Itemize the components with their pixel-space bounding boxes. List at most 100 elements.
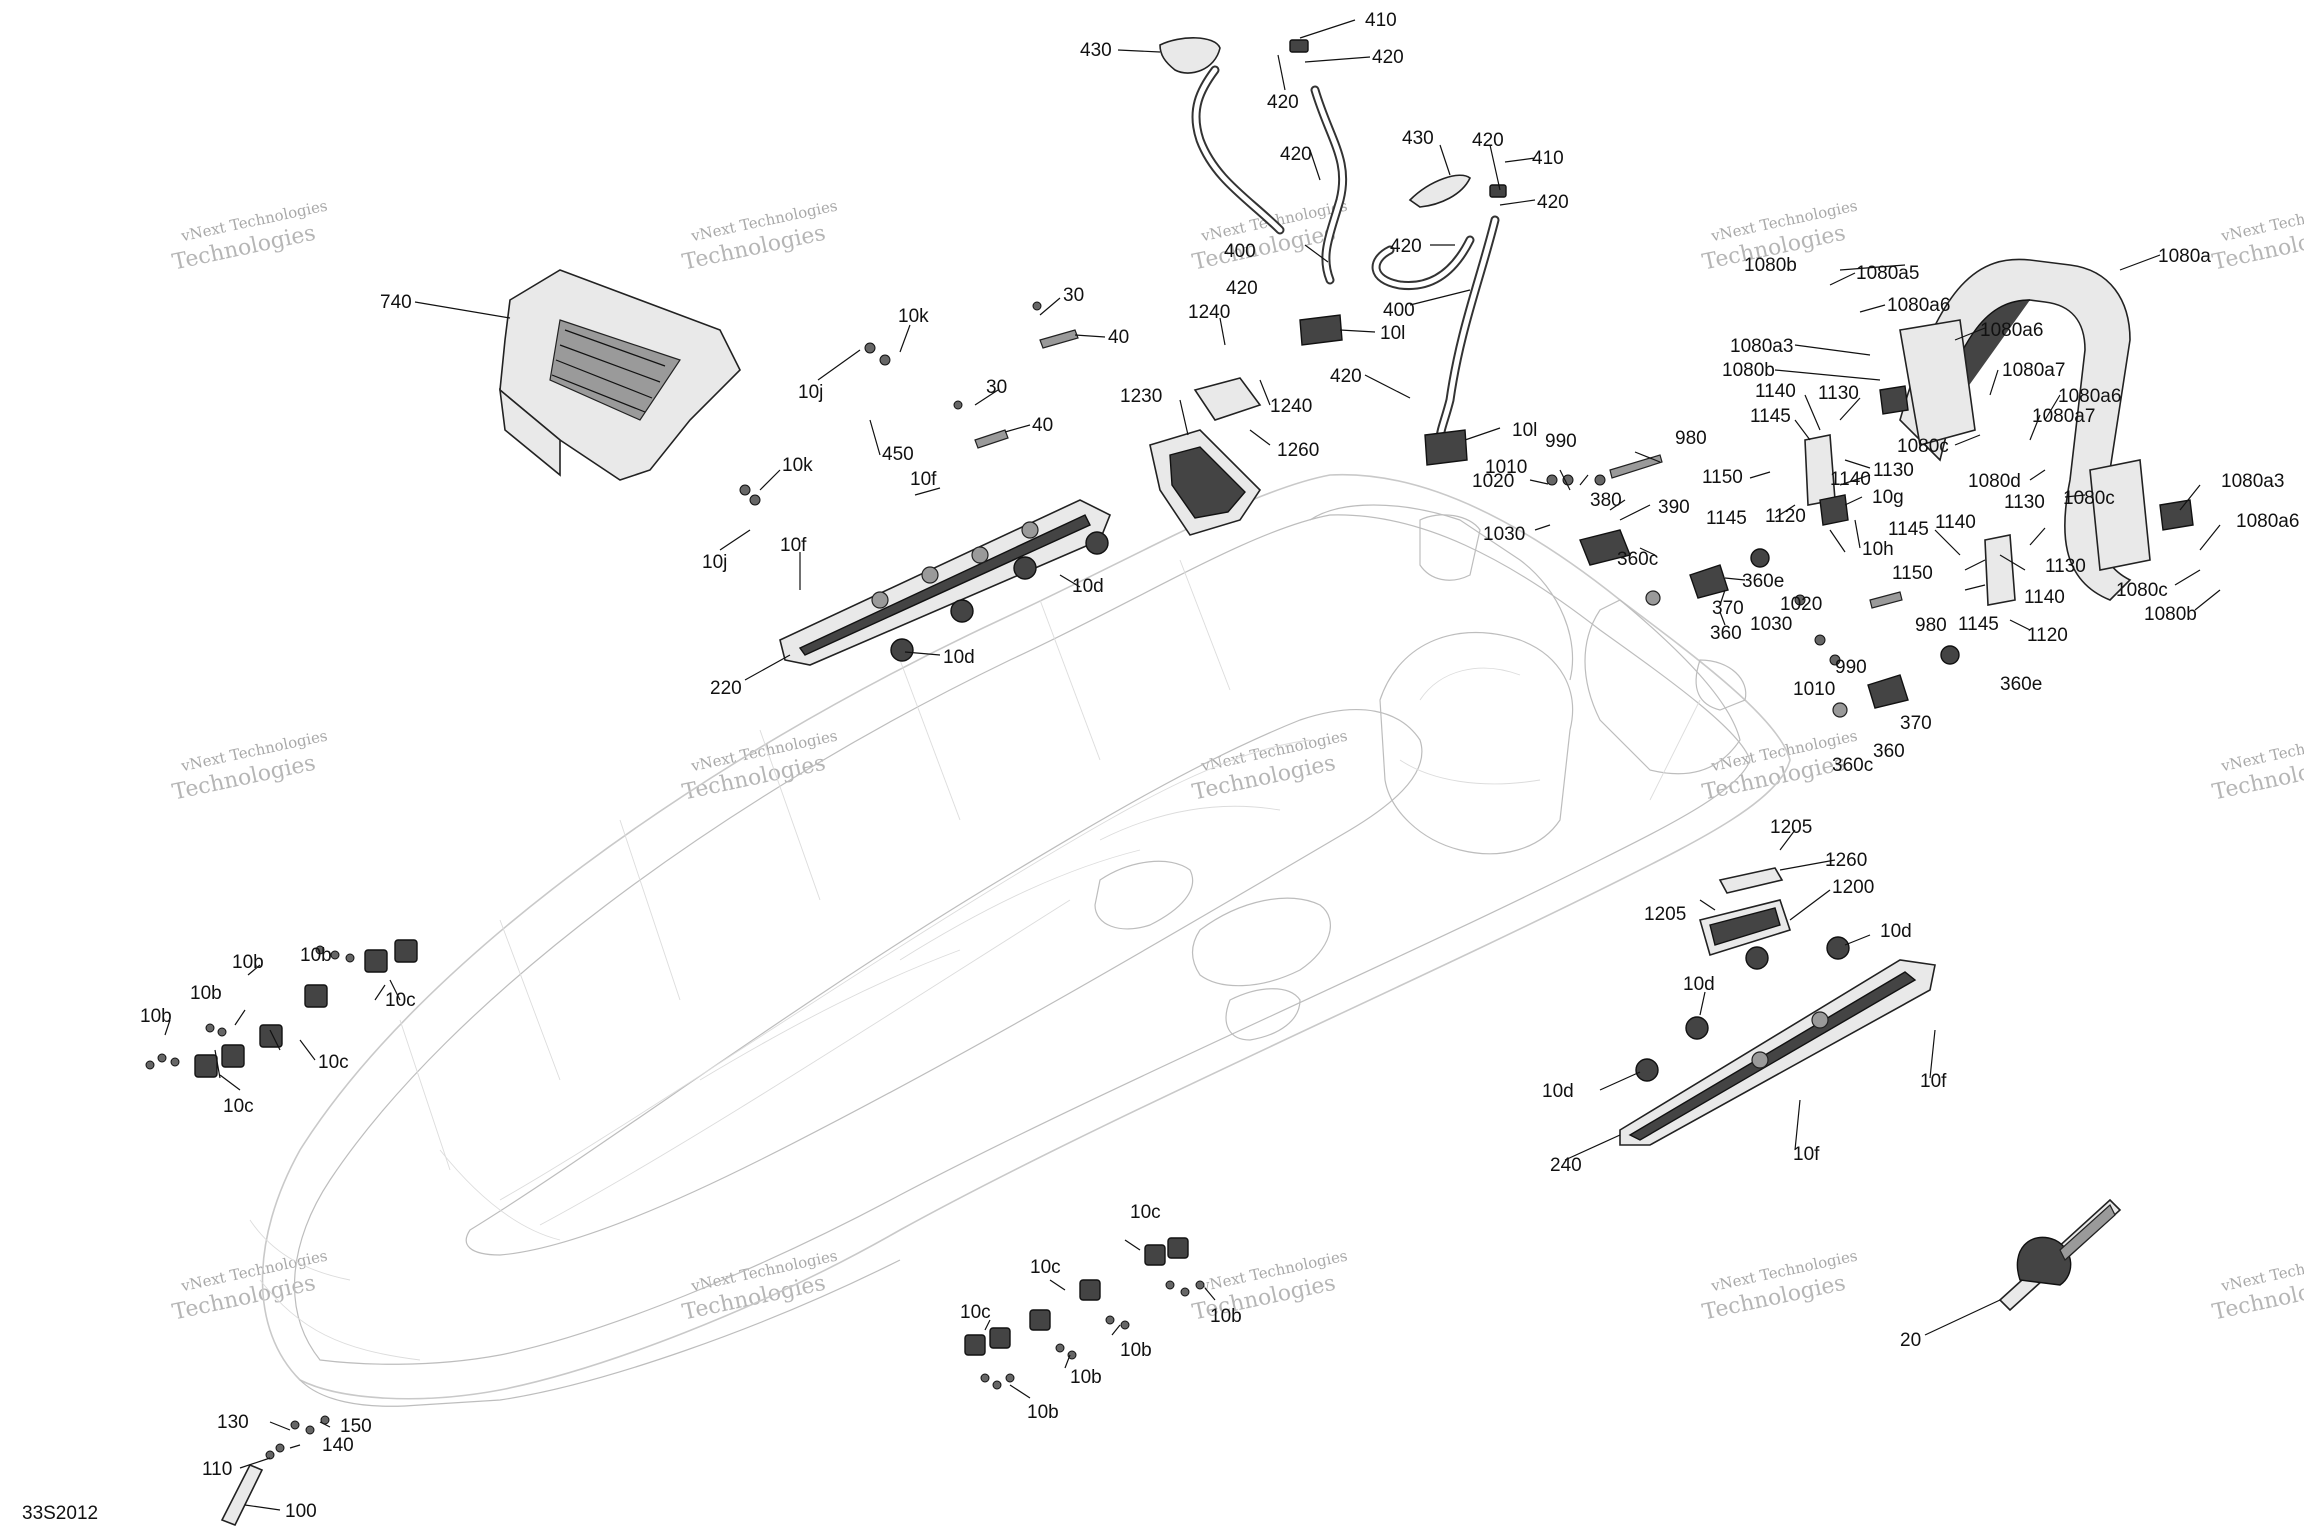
callout-1130: 1130 bbox=[2004, 492, 2045, 513]
callout-1145: 1145 bbox=[1706, 508, 1747, 529]
callout-410: 410 bbox=[1365, 10, 1397, 31]
callout-1140: 1140 bbox=[1935, 512, 1976, 533]
callout-10l: 10l bbox=[1380, 323, 1405, 344]
callout-240: 240 bbox=[1550, 1155, 1582, 1176]
callout-10c: 10c bbox=[318, 1052, 349, 1073]
callout-10c: 10c bbox=[1030, 1257, 1061, 1278]
callout-10b: 10b bbox=[140, 1006, 172, 1027]
mounts-360 bbox=[1579, 529, 1960, 718]
callout-1140: 1140 bbox=[1755, 381, 1796, 402]
callout-140: 140 bbox=[322, 1435, 354, 1456]
callout-10j: 10j bbox=[702, 552, 727, 573]
callout-360: 360 bbox=[1710, 623, 1742, 644]
callout-10c: 10c bbox=[223, 1096, 254, 1117]
callout-40: 40 bbox=[1108, 327, 1129, 348]
hull-outline bbox=[249, 473, 1791, 1407]
callout-1120: 1120 bbox=[2027, 625, 2068, 646]
callout-10f: 10f bbox=[780, 535, 807, 556]
callout-1200: 1200 bbox=[1832, 877, 1874, 898]
plate-1260-bottom bbox=[1718, 867, 1784, 894]
callout-360c: 360c bbox=[1832, 755, 1873, 776]
callout-1240: 1240 bbox=[1188, 302, 1230, 323]
callout-370: 370 bbox=[1712, 598, 1744, 619]
callout-990: 990 bbox=[1835, 657, 1867, 678]
hoses bbox=[1159, 37, 1507, 445]
leader-lines bbox=[164, 19, 2221, 1511]
callout-360c: 360c bbox=[1617, 549, 1658, 570]
callout-10g: 10g bbox=[1872, 487, 1904, 508]
callout-1010: 1010 bbox=[1793, 679, 1835, 700]
callout-1130: 1130 bbox=[2045, 556, 2086, 577]
callout-130: 130 bbox=[217, 1412, 249, 1433]
callout-10c: 10c bbox=[1130, 1202, 1161, 1223]
callout-410: 410 bbox=[1532, 148, 1564, 169]
callout-1080a7: 1080a7 bbox=[2032, 406, 2095, 427]
callout-400: 400 bbox=[1224, 241, 1256, 262]
callout-1145: 1145 bbox=[1958, 614, 1999, 635]
callout-1080c: 1080c bbox=[2063, 488, 2115, 509]
callout-1080a5: 1080a5 bbox=[1856, 263, 1919, 284]
callout-1080b: 1080b bbox=[1722, 360, 1775, 381]
callout-1080a6: 1080a6 bbox=[1980, 320, 2043, 341]
step-1200 bbox=[1699, 899, 1792, 957]
callout-1020: 1020 bbox=[1472, 471, 1514, 492]
callout-1140: 1140 bbox=[1830, 469, 1871, 490]
callout-110: 110 bbox=[202, 1459, 232, 1480]
callout-1145: 1145 bbox=[1888, 519, 1929, 540]
callout-420: 420 bbox=[1372, 47, 1404, 68]
callout-420: 420 bbox=[1280, 144, 1312, 165]
callout-10b: 10b bbox=[1210, 1306, 1242, 1327]
callout-1240: 1240 bbox=[1270, 396, 1312, 417]
callout-1140: 1140 bbox=[2024, 587, 2065, 608]
callout-1260: 1260 bbox=[1277, 440, 1319, 461]
callout-10d: 10d bbox=[1880, 921, 1912, 942]
callout-10f: 10f bbox=[910, 469, 937, 490]
callout-1230: 1230 bbox=[1120, 386, 1162, 407]
callout-1145: 1145 bbox=[1750, 406, 1791, 427]
callout-980: 980 bbox=[1915, 615, 1947, 636]
plate-1260-top bbox=[1193, 377, 1262, 421]
callout-420: 420 bbox=[1267, 92, 1299, 113]
callout-10f: 10f bbox=[1920, 1071, 1947, 1092]
callout-1080a3: 1080a3 bbox=[1730, 336, 1793, 357]
callout-150: 150 bbox=[340, 1416, 372, 1437]
callout-10d: 10d bbox=[1072, 576, 1104, 597]
callout-1080a: 1080a bbox=[2158, 246, 2211, 267]
callout-370: 370 bbox=[1900, 713, 1932, 734]
callout-1205: 1205 bbox=[1644, 904, 1686, 925]
callout-10l: 10l bbox=[1512, 420, 1537, 441]
callout-10d: 10d bbox=[943, 647, 975, 668]
callout-220: 220 bbox=[710, 678, 742, 699]
callout-1120: 1120 bbox=[1765, 506, 1806, 527]
callout-1080b: 1080b bbox=[2144, 604, 2197, 625]
footrest-220 bbox=[779, 499, 1112, 666]
callout-30: 30 bbox=[1063, 285, 1084, 306]
strap-100 bbox=[220, 1415, 330, 1527]
callout-420: 420 bbox=[1472, 130, 1504, 151]
callout-430: 430 bbox=[1080, 40, 1112, 61]
clamp-10l bbox=[1299, 314, 1468, 466]
callout-420: 420 bbox=[1537, 192, 1569, 213]
callout-400: 400 bbox=[1383, 300, 1415, 321]
callout-1030: 1030 bbox=[1483, 524, 1525, 545]
callout-420: 420 bbox=[1390, 236, 1422, 257]
callout-10b: 10b bbox=[1027, 1402, 1059, 1423]
callout-40: 40 bbox=[1032, 415, 1053, 436]
callout-1205: 1205 bbox=[1770, 817, 1812, 838]
callout-10c: 10c bbox=[960, 1302, 991, 1323]
callout-10j: 10j bbox=[798, 382, 823, 403]
callout-1080a6: 1080a6 bbox=[2058, 386, 2121, 407]
pads-10d-right bbox=[1635, 936, 1850, 1082]
step-1230 bbox=[1149, 429, 1262, 536]
callout-980: 980 bbox=[1675, 428, 1707, 449]
small-hardware bbox=[739, 301, 1903, 666]
callout-20: 20 bbox=[1900, 1330, 1921, 1351]
callout-420: 420 bbox=[1226, 278, 1258, 299]
brackets-1120 bbox=[1804, 434, 2016, 606]
callout-labels: 430 410 420 420 420 430 420 410 420 420 … bbox=[140, 10, 2299, 1522]
pads-10d-left bbox=[890, 531, 1109, 662]
callout-30: 30 bbox=[986, 377, 1007, 398]
callout-360e: 360e bbox=[1742, 571, 1784, 592]
